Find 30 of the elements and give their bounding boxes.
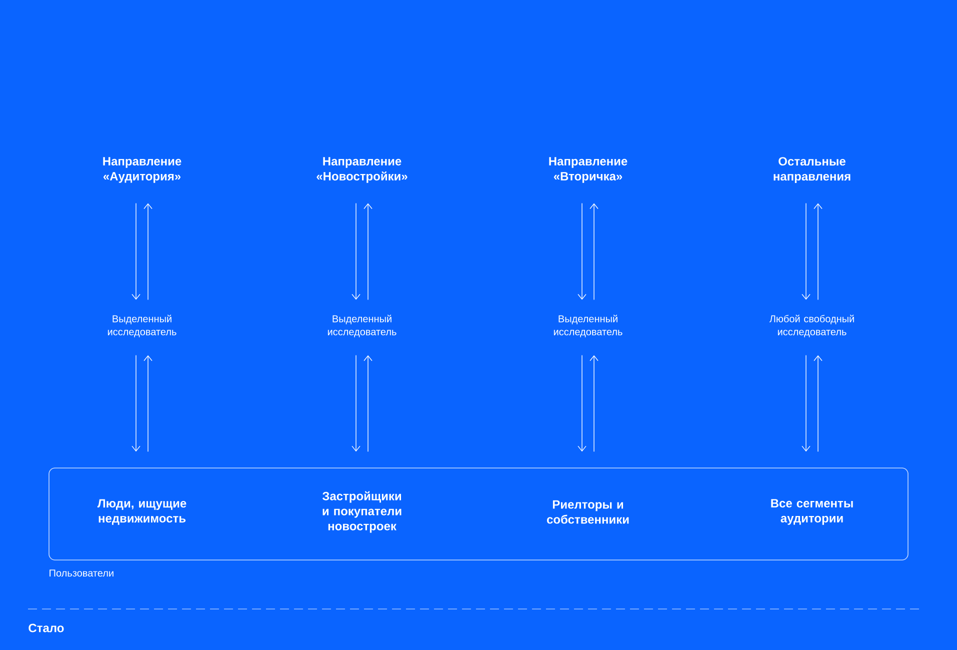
arrow (352, 202, 360, 300)
arrow (578, 202, 586, 300)
arrow (364, 203, 372, 300)
node-label: Пользователи (50, 570, 114, 577)
arrow (814, 355, 822, 452)
direction-heading: Остальные направления (774, 157, 850, 183)
arrow (144, 203, 152, 300)
arrow (364, 355, 372, 452)
researcher-label: Выделенный исследователь (554, 314, 622, 338)
direction-heading: Направление «Аудитория» (103, 157, 182, 183)
segment-label: Люди, ищущие недвижимость (97, 499, 186, 525)
segment-label: Риелторы и собственники (547, 500, 629, 524)
researcher-label: Выделенный исследователь (108, 314, 176, 338)
segment-label: Все сегменты аудитории (771, 499, 853, 525)
section-label: Стало (28, 624, 64, 632)
arrow (802, 354, 810, 452)
arrow (144, 355, 152, 452)
arrow (132, 354, 140, 452)
arrow (590, 355, 598, 452)
researcher-label: Любой свободный исследователь (770, 314, 854, 338)
arrow (590, 203, 598, 300)
arrow (132, 202, 140, 300)
direction-heading: Направление «Вторичка» (549, 157, 628, 183)
researcher-label: Выделенный исследователь (328, 314, 396, 338)
direction-heading: Направление «Новостройки» (316, 157, 408, 183)
arrow (802, 202, 810, 300)
arrow (352, 354, 360, 452)
segment-label: Застройщики и покупатели новостроек (322, 491, 402, 533)
arrow (814, 203, 822, 300)
arrow (578, 354, 586, 452)
